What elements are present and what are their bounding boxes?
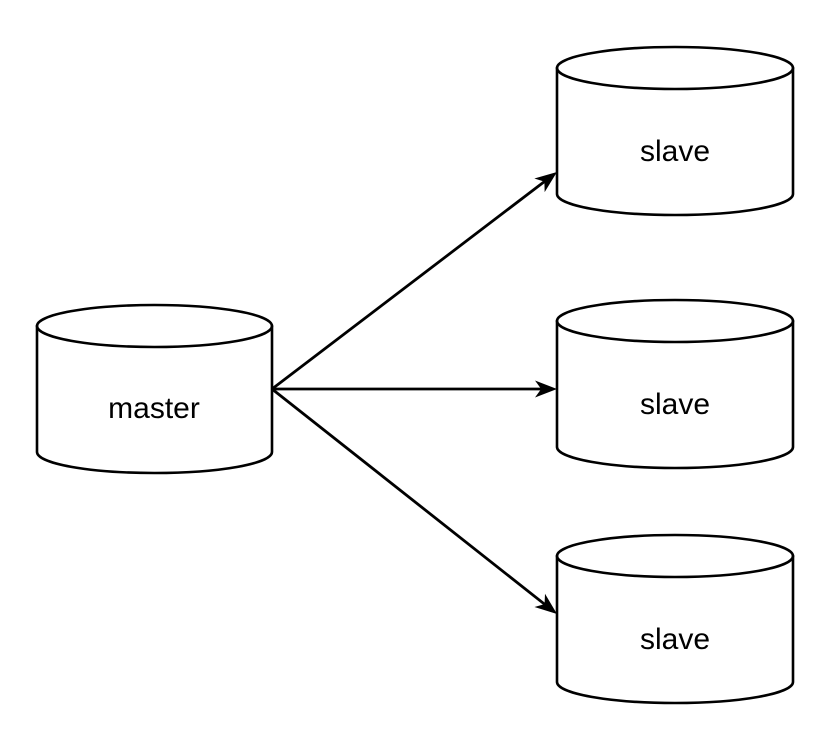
- arrowhead-icon: [534, 172, 557, 193]
- arrowhead-icon: [534, 593, 557, 614]
- edge-master-to-slave-1[interactable]: [271, 172, 557, 391]
- edge-line: [271, 387, 548, 607]
- edge-master-to-slave-2[interactable]: [272, 380, 557, 398]
- database-cylinder-icon: [35, 303, 274, 475]
- edge-line: [271, 179, 547, 391]
- database-cylinder-icon: [555, 45, 795, 217]
- node-slave-2[interactable]: slave: [555, 298, 795, 470]
- database-cylinder-icon: [555, 533, 795, 705]
- database-lid-icon: [555, 554, 795, 579]
- edge-master-to-slave-3[interactable]: [271, 387, 557, 614]
- database-cylinder-icon: [555, 298, 795, 470]
- edges-group: [271, 172, 557, 614]
- node-label: slave: [640, 388, 710, 421]
- node-label: slave: [640, 135, 710, 168]
- node-slave-3[interactable]: slave: [555, 533, 795, 705]
- node-label: slave: [640, 623, 710, 656]
- database-lid-icon: [35, 324, 274, 349]
- arrowhead-icon: [535, 380, 557, 398]
- nodes-group: master slave slave slave: [35, 45, 795, 705]
- database-lid-icon: [555, 319, 795, 344]
- node-slave-1[interactable]: slave: [555, 45, 795, 217]
- database-lid-icon: [555, 66, 795, 91]
- node-label: master: [108, 392, 200, 425]
- node-master[interactable]: master: [35, 303, 274, 475]
